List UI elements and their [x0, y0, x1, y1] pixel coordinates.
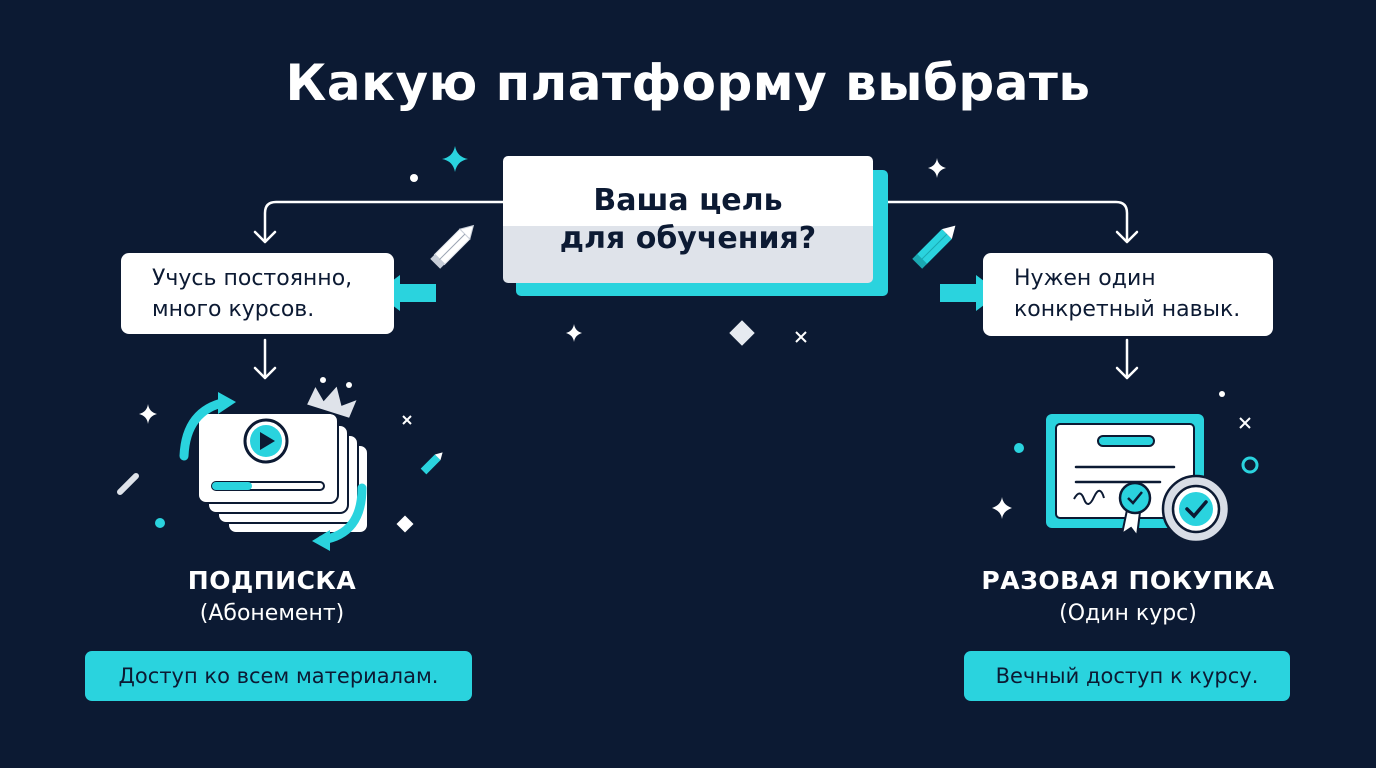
sparkle-icon	[139, 404, 157, 424]
plan-title-subscription: ПОДПИСКА	[187, 566, 357, 595]
cross-icon	[402, 415, 412, 425]
arrowhead-top-left	[253, 230, 277, 244]
sparkle-icon	[442, 146, 468, 172]
ring-icon	[1241, 456, 1259, 474]
dash-icon	[117, 473, 139, 495]
dot-icon	[1219, 391, 1225, 397]
arrow-down-left	[253, 338, 277, 380]
answer-right-line-1: Нужен один	[1014, 266, 1156, 291]
sparkle-icon	[992, 497, 1012, 519]
answer-left-line-2: много курсов.	[152, 297, 315, 322]
dot-icon	[410, 174, 418, 182]
benefit-badge-single-purchase: Вечный доступ к курсу.	[964, 651, 1290, 701]
question-box: Ваша цель для обучения?	[503, 156, 873, 283]
connector-right	[886, 200, 1129, 242]
answer-box-left: Учусь постоянно, много курсов.	[121, 253, 394, 334]
plan-subtitle-single-purchase: (Один курс)	[1059, 601, 1197, 626]
answer-right-line-2: конкретный навык.	[1014, 297, 1241, 322]
page-title: Какую платформу выбрать	[285, 54, 1091, 112]
sparkle-icon	[928, 158, 946, 178]
cross-icon	[1239, 417, 1251, 429]
dot-icon	[1014, 443, 1024, 453]
plan-title-single-purchase: РАЗОВАЯ ПОКУПКА	[981, 566, 1275, 595]
pencil-icon	[420, 452, 443, 475]
cross-icon	[795, 331, 807, 343]
dot-icon	[155, 518, 165, 528]
answer-left-line-1: Учусь постоянно,	[152, 266, 353, 291]
video-cards-subscription-icon	[179, 377, 369, 551]
answer-box-right: Нужен один конкретный навык.	[983, 253, 1273, 336]
diamond-icon	[729, 320, 755, 346]
arrowhead-top-right	[1115, 230, 1139, 244]
question-line-2: для обучения?	[559, 220, 817, 256]
sparkle-icon	[566, 324, 582, 342]
pencil-icon-left	[430, 224, 475, 269]
diamond-icon	[396, 515, 414, 533]
arrow-down-right	[1115, 338, 1139, 380]
certificate-icon	[1046, 414, 1231, 544]
connector-left	[263, 200, 505, 242]
pencil-icon-right	[912, 225, 956, 269]
benefit-badge-subscription: Доступ ко всем материалам.	[85, 651, 472, 701]
plan-subtitle-subscription: (Абонемент)	[199, 601, 345, 626]
question-line-1: Ваша цель	[593, 182, 783, 218]
